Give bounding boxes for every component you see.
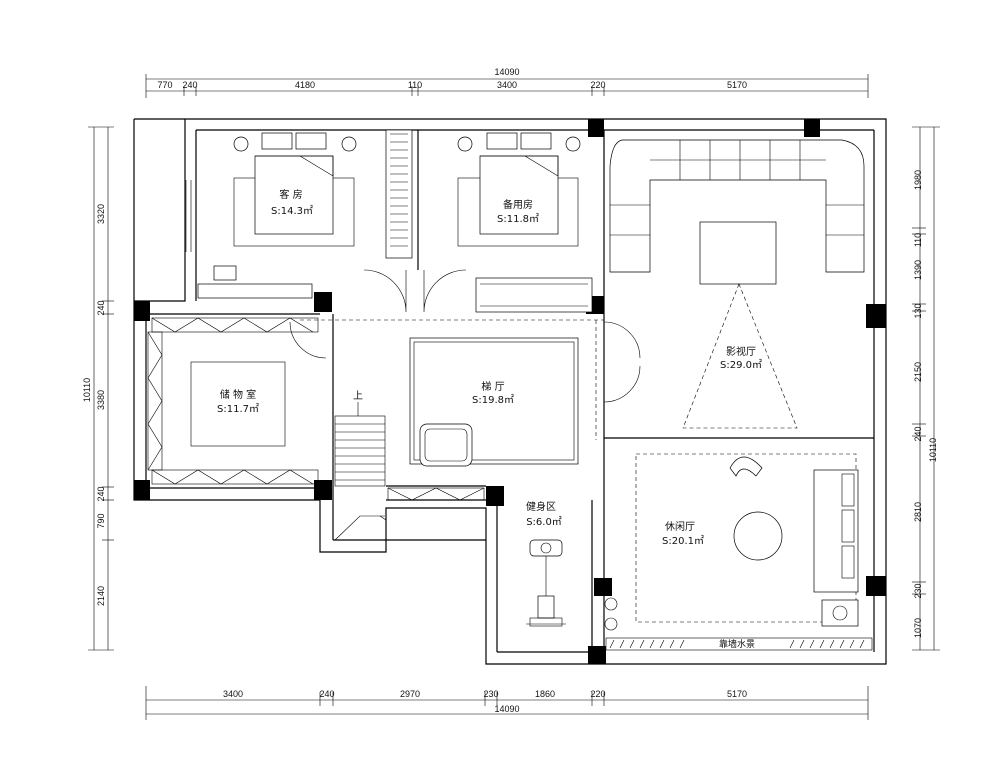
right-dim-4: 130 bbox=[913, 303, 923, 318]
theater: 影视厅 S:29.0㎡ bbox=[609, 139, 865, 429]
lounge-area: S:20.1㎡ bbox=[662, 535, 704, 547]
top-dim-3: 4180 bbox=[295, 80, 315, 90]
right-dim-6: 240 bbox=[913, 426, 923, 441]
bottom-dim-3: 2970 bbox=[400, 689, 420, 699]
right-dim-8: 230 bbox=[913, 583, 923, 598]
water-feature-label: 靠墙水景 bbox=[719, 638, 755, 649]
left-dim-4: 240 bbox=[96, 486, 106, 501]
right-dimensions: 1980 110 1390 130 2150 240 2810 230 1070… bbox=[912, 126, 940, 651]
column bbox=[866, 576, 886, 596]
column bbox=[866, 304, 886, 328]
bottom-dim-4: 230 bbox=[483, 689, 498, 699]
stair-hall-name: 梯 厅 bbox=[481, 380, 504, 393]
left-dim-1: 3320 bbox=[96, 204, 106, 224]
bottom-dim-1: 3400 bbox=[223, 689, 243, 699]
stair-hall-area: S:19.8㎡ bbox=[472, 394, 514, 406]
storage-name: 储 物 室 bbox=[220, 388, 256, 401]
left-dim-6: 2140 bbox=[96, 586, 106, 606]
right-dim-5: 2150 bbox=[913, 362, 923, 382]
window-marks bbox=[185, 180, 192, 252]
storage-area: S:11.7㎡ bbox=[217, 403, 259, 415]
stair-bench bbox=[387, 487, 485, 501]
top-dim-1: 770 bbox=[157, 80, 172, 90]
column bbox=[314, 292, 332, 312]
columns bbox=[134, 119, 886, 664]
spare-room-name: 备用房 bbox=[503, 198, 533, 211]
column bbox=[804, 119, 820, 137]
right-dim-3: 1390 bbox=[913, 260, 923, 280]
left-dim-3: 3380 bbox=[96, 390, 106, 410]
top-dimensions: 14090 770 240 4180 110 3400 220 5170 bbox=[145, 67, 869, 98]
wardrobe bbox=[385, 129, 413, 259]
bottom-dim-5: 1860 bbox=[535, 689, 555, 699]
theater-area: S:29.0㎡ bbox=[720, 359, 762, 371]
bottom-total-dim: 14090 bbox=[494, 704, 519, 714]
column bbox=[314, 480, 332, 500]
guest-room-area: S:14.3㎡ bbox=[271, 205, 313, 217]
left-dim-5: 790 bbox=[96, 513, 106, 528]
spare-room-area: S:11.8㎡ bbox=[497, 213, 539, 225]
right-dim-2: 110 bbox=[913, 233, 923, 247]
storage-room: 储 物 室 S:11.7㎡ bbox=[147, 317, 319, 485]
top-total-dim: 14090 bbox=[494, 67, 519, 77]
right-dim-9: 1070 bbox=[913, 618, 923, 638]
left-total-dim: 10110 bbox=[82, 378, 92, 402]
theater-name: 影视厅 bbox=[726, 345, 756, 358]
right-dim-7: 2810 bbox=[913, 502, 923, 522]
bottom-dim-6: 220 bbox=[590, 689, 605, 699]
top-dim-5: 3400 bbox=[497, 80, 517, 90]
gym: 健身区 S:6.0㎡ bbox=[526, 500, 566, 627]
gym-name: 健身区 bbox=[526, 500, 556, 513]
top-dim-2: 240 bbox=[182, 80, 197, 90]
guest-room-name: 客 房 bbox=[279, 188, 302, 201]
staircase: 上 bbox=[334, 390, 387, 541]
column bbox=[588, 119, 604, 137]
gym-area: S:6.0㎡ bbox=[526, 516, 562, 528]
bottom-dim-7: 5170 bbox=[727, 689, 747, 699]
stair-up-label: 上 bbox=[353, 390, 363, 402]
top-dim-4: 110 bbox=[408, 80, 422, 90]
water-feature: 靠墙水景 bbox=[605, 637, 873, 651]
spare-room: 备用房 S:11.8㎡ bbox=[457, 132, 593, 313]
column bbox=[594, 578, 612, 596]
right-total-dim: 10110 bbox=[928, 438, 938, 462]
bottom-dim-2: 240 bbox=[319, 689, 334, 699]
top-dim-6: 220 bbox=[590, 80, 605, 90]
column bbox=[134, 480, 150, 500]
column bbox=[486, 486, 504, 506]
right-dim-1: 1980 bbox=[913, 170, 923, 190]
bottom-dimensions: 3400 240 2970 230 1860 220 5170 14090 bbox=[145, 686, 869, 720]
guest-room: 客 房 S:14.3㎡ bbox=[197, 132, 357, 299]
lounge: 休闲厅 S:20.1㎡ bbox=[604, 453, 859, 631]
top-dim-7: 5170 bbox=[727, 80, 747, 90]
stair-hall: 梯 厅 S:19.8㎡ bbox=[409, 337, 579, 467]
left-dimensions: 10110 3320 240 3380 240 790 2140 bbox=[82, 126, 114, 651]
column bbox=[588, 646, 606, 664]
doors bbox=[289, 269, 641, 440]
left-dim-2: 240 bbox=[96, 300, 106, 315]
column bbox=[134, 301, 150, 321]
lounge-name: 休闲厅 bbox=[665, 520, 695, 533]
